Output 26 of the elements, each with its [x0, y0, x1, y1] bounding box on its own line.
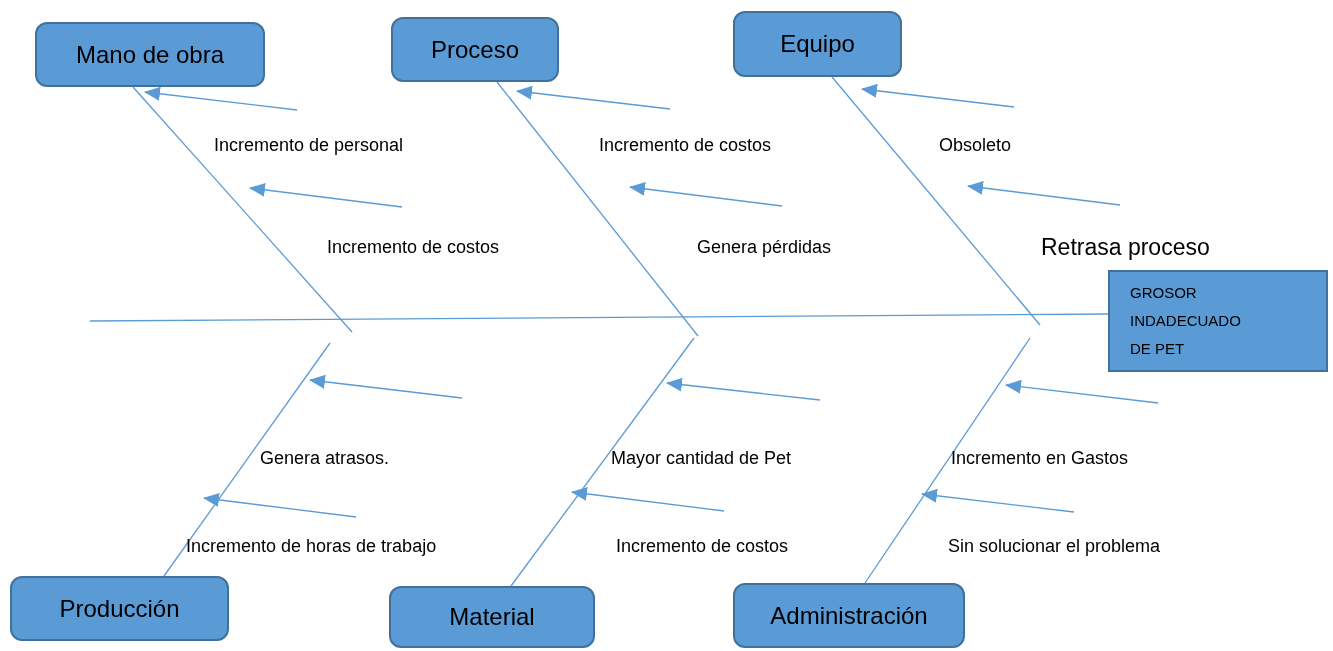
bone-line — [831, 76, 1041, 326]
bone-line — [864, 337, 1031, 584]
spine-line — [89, 313, 1109, 322]
category-box: Producción — [10, 576, 229, 641]
cause-label: Incremento de horas de trabajo — [186, 535, 437, 558]
bone-line — [510, 337, 695, 587]
cause-label: Incremento de personal — [214, 134, 404, 157]
bone-line — [132, 86, 353, 333]
cause-label: Incremento de costos — [616, 535, 789, 558]
category-box: Administración — [733, 583, 965, 648]
cause-label: Genera atrasos. — [260, 447, 390, 470]
bone-line — [163, 342, 331, 577]
effect-heading: Retrasa proceso — [1041, 233, 1210, 261]
effect-box: GROSOR INDADECUADO DE PET — [1108, 270, 1328, 372]
cause-label: Incremento de costos — [599, 134, 772, 157]
category-box: Material — [389, 586, 595, 648]
cause-label: Sin solucionar el problema — [948, 535, 1161, 558]
cause-label: Obsoleto — [939, 134, 1012, 157]
bone-line — [496, 81, 699, 337]
cause-label: Genera pérdidas — [697, 236, 832, 259]
cause-label: Incremento en Gastos — [951, 447, 1129, 470]
cause-label: Mayor cantidad de Pet — [611, 447, 792, 470]
category-box: Equipo — [733, 11, 902, 77]
category-box: Proceso — [391, 17, 559, 82]
category-box: Mano de obra — [35, 22, 265, 87]
cause-label: Incremento de costos — [327, 236, 500, 259]
